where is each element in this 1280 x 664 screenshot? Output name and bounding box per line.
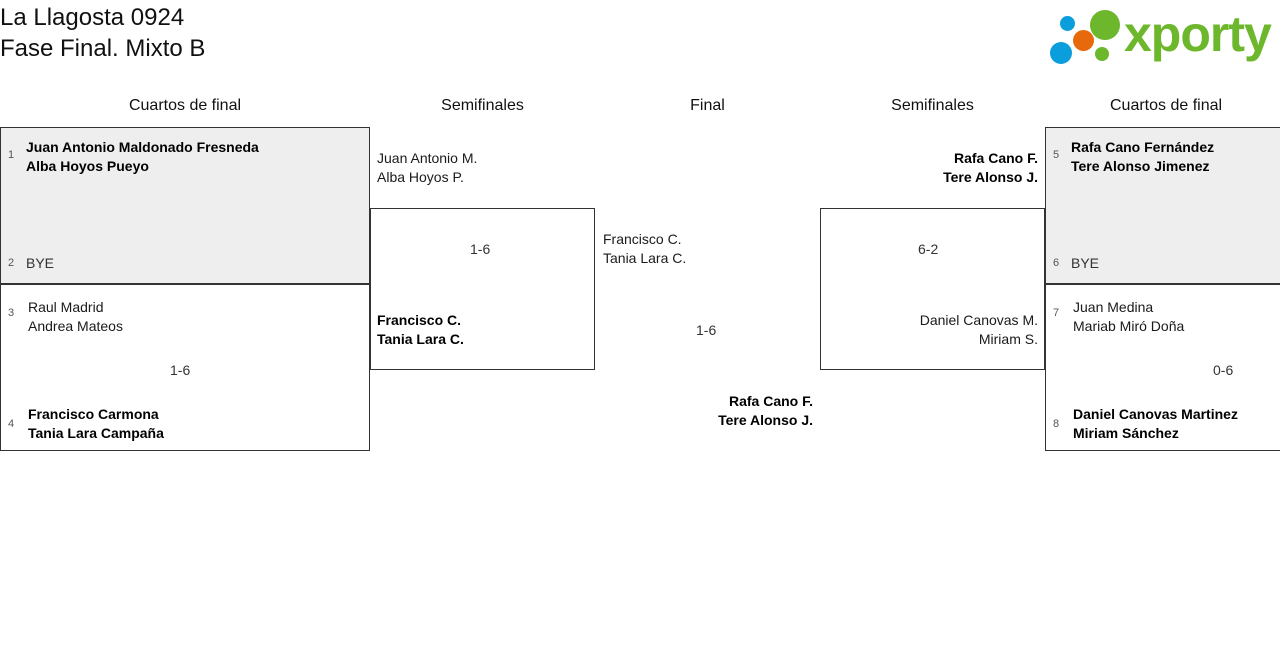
player-name: Francisco Carmona	[28, 406, 159, 422]
competitor-qf2-bottom: Francisco Carmona Tania Lara Campaña	[28, 405, 164, 443]
player-name: Miriam Sánchez	[1073, 425, 1179, 441]
logo-dot-green-small	[1095, 47, 1109, 61]
player-name: Juan Medina	[1073, 299, 1154, 315]
player-name: Daniel Canovas M.	[919, 312, 1038, 328]
seed-number-4: 4	[7, 418, 15, 430]
logo-dot-blue-large	[1050, 42, 1072, 64]
logo-dot-green-large	[1090, 10, 1120, 40]
competitor-qf3-top: Rafa Cano Fernández Tere Alonso Jimenez	[1071, 138, 1214, 176]
competitor-qf2-top: Raul Madrid Andrea Mateos	[28, 298, 123, 336]
logo-dot-blue-small	[1060, 16, 1075, 31]
player-name: Juan Antonio M.	[377, 150, 478, 166]
match-box-sf-left[interactable]	[370, 208, 595, 370]
player-name: Rafa Cano F.	[953, 150, 1038, 166]
seed-number-1: 1	[7, 149, 15, 161]
player-name: Alba Hoyos Pueyo	[26, 158, 149, 174]
logo-dot-orange	[1073, 30, 1094, 51]
player-name: Francisco C.	[603, 231, 682, 247]
competitor-sf-left-bottom: Francisco C. Tania Lara C.	[377, 311, 464, 349]
match-score-sf-right: 6-2	[918, 241, 939, 257]
match-score-qf4: 0-6	[1213, 362, 1234, 378]
player-name: Tere Alonso Jimenez	[1071, 158, 1210, 174]
round-header-semis-left: Semifinales	[441, 97, 524, 114]
round-header-quarters-right: Cuartos de final	[1110, 97, 1223, 114]
competitor-qf4-bottom: Daniel Canovas Martinez Miriam Sánchez	[1073, 405, 1238, 443]
competitor-sf-left-top: Juan Antonio M. Alba Hoyos P.	[377, 149, 477, 187]
competitor-sf-right-bottom: Daniel Canovas M. Miriam S.	[837, 311, 1038, 349]
player-name: Rafa Cano Fernández	[1071, 139, 1215, 155]
seed-number-5: 5	[1052, 149, 1060, 161]
title-line-1: La Llagosta 0924	[0, 4, 185, 31]
round-header-final: Final	[690, 97, 725, 114]
match-box-sf-right[interactable]	[820, 208, 1045, 370]
player-name: Tania Lara C.	[603, 250, 687, 266]
round-header-semis-right: Semifinales	[891, 97, 974, 114]
match-box-qf1[interactable]	[0, 127, 370, 284]
competitor-final-right: Rafa Cano F. Tere Alonso J.	[612, 392, 813, 430]
competitor-sf-right-top: Rafa Cano F. Tere Alonso J.	[837, 149, 1038, 187]
player-name: Tere Alonso J.	[718, 412, 813, 428]
player-name: Rafa Cano F.	[728, 393, 813, 409]
seed-number-8: 8	[1052, 418, 1060, 430]
competitor-qf1-bottom: BYE	[26, 255, 55, 271]
match-box-qf4[interactable]	[1045, 284, 1280, 451]
seed-number-6: 6	[1052, 257, 1060, 269]
seed-number-7: 7	[1052, 307, 1060, 319]
competitor-qf1-top: Juan Antonio Maldonado Fresneda Alba Hoy…	[26, 138, 259, 176]
logo-wordmark: xporty	[1124, 6, 1272, 62]
player-name: Alba Hoyos P.	[377, 169, 464, 185]
player-name: Daniel Canovas Martinez	[1073, 406, 1238, 422]
player-name: Juan Antonio Maldonado Fresneda	[26, 139, 259, 155]
player-name: Mariab Miró Doña	[1073, 318, 1185, 334]
match-score-final: 1-6	[696, 322, 717, 338]
match-score-qf2: 1-6	[170, 362, 191, 378]
seed-number-3: 3	[7, 307, 15, 319]
player-name: Andrea Mateos	[28, 318, 123, 334]
player-name: Raul Madrid	[28, 299, 104, 315]
player-name: Tere Alonso J.	[943, 169, 1038, 185]
xporty-logo[interactable]: xporty	[1046, 6, 1272, 64]
player-name: Tania Lara Campaña	[28, 425, 164, 441]
match-score-sf-left: 1-6	[470, 241, 491, 257]
match-box-qf3[interactable]	[1045, 127, 1280, 284]
player-name: Miriam S.	[978, 331, 1038, 347]
competitor-qf4-top: Juan Medina Mariab Miró Doña	[1073, 298, 1184, 336]
seed-number-2: 2	[7, 257, 15, 269]
player-name: Tania Lara C.	[377, 331, 464, 347]
competitor-qf3-bottom: BYE	[1071, 255, 1100, 271]
round-header-quarters-left: Cuartos de final	[128, 97, 242, 114]
title-line-2: Fase Final. Mixto B	[0, 35, 206, 62]
match-box-qf2[interactable]	[0, 284, 370, 451]
competitor-final-left: Francisco C. Tania Lara C.	[603, 230, 686, 268]
player-name: Francisco C.	[377, 312, 462, 328]
